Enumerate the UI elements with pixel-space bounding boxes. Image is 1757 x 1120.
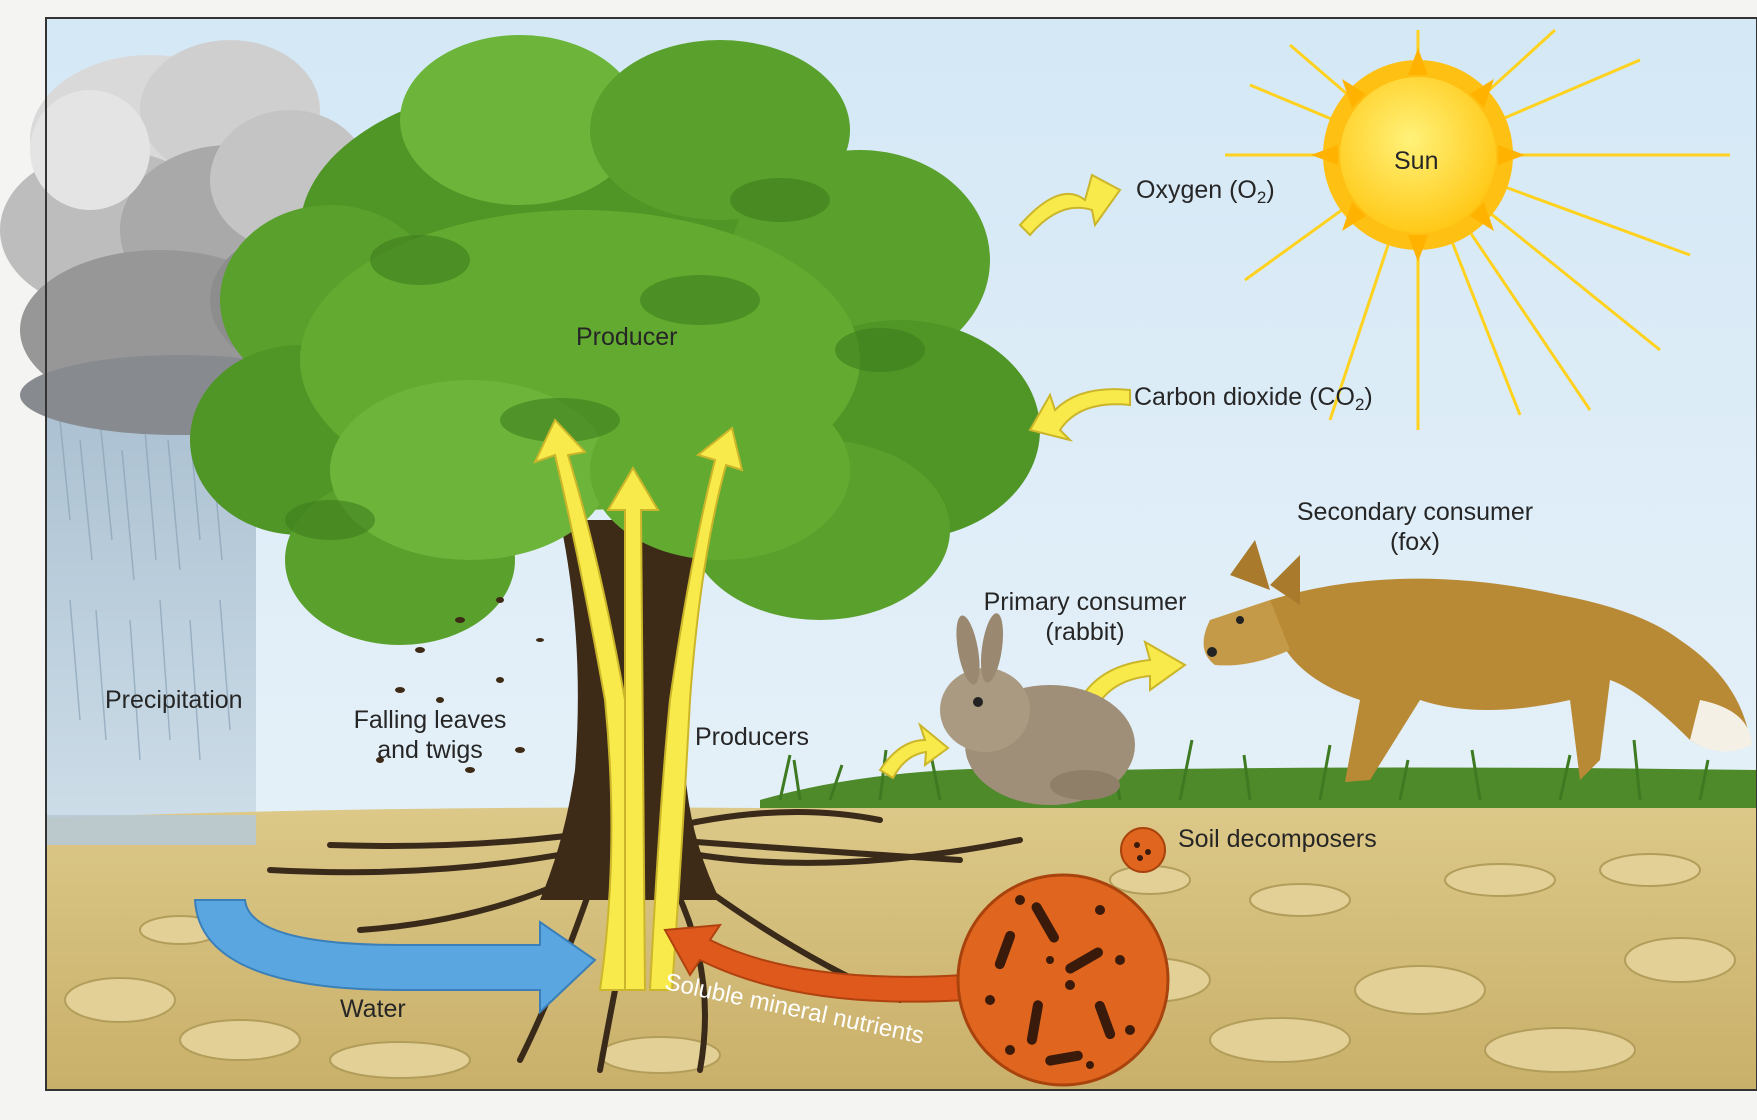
- label-secondary-consumer: Secondary consumer (fox): [1250, 497, 1580, 557]
- label-primary-consumer: Primary consumer (rabbit): [960, 587, 1210, 647]
- label-precipitation: Precipitation: [105, 685, 243, 715]
- surface-water: [46, 815, 256, 845]
- label-falling-leaves: Falling leaves and twigs: [330, 705, 530, 765]
- label-water: Water: [340, 994, 406, 1024]
- label-producers: Producers: [695, 722, 809, 752]
- label-oxygen: Oxygen (O2): [1136, 175, 1275, 208]
- label-carbon-dioxide: Carbon dioxide (CO2): [1134, 382, 1373, 415]
- label-sun: Sun: [1394, 146, 1438, 176]
- label-soil-decomposers: Soil decomposers: [1178, 824, 1377, 854]
- label-producer: Producer: [576, 322, 677, 352]
